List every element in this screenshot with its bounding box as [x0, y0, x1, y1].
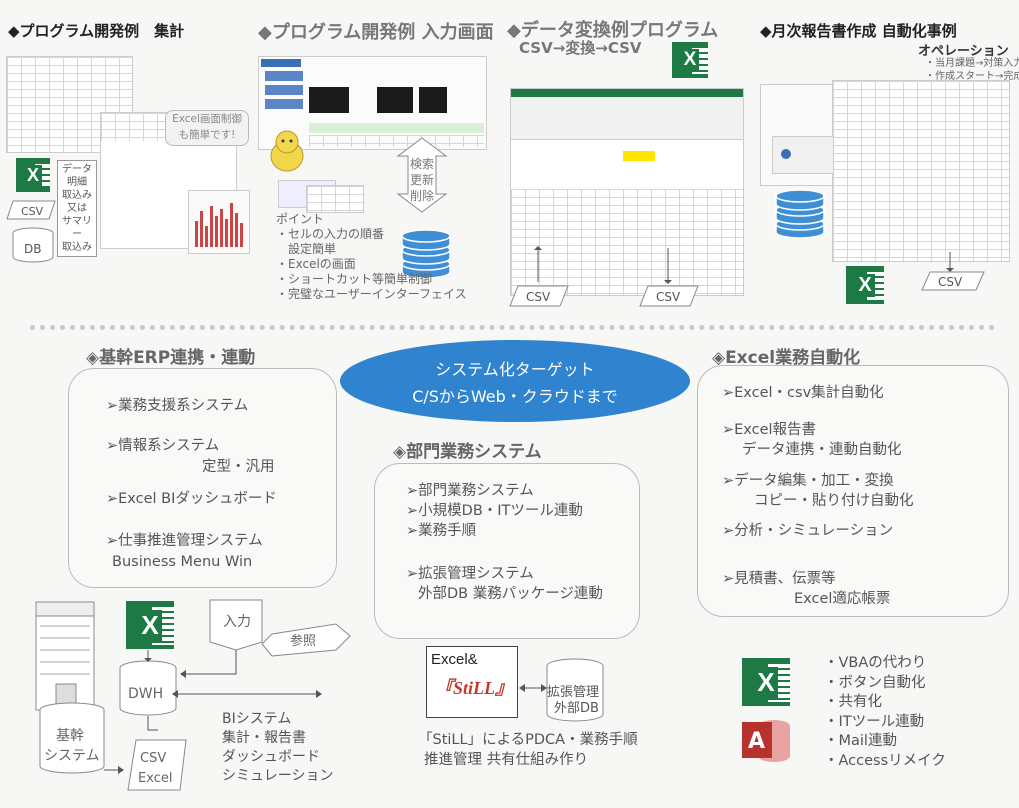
search-update-delete-arrow [396, 137, 448, 213]
monthly-report-screenshot [832, 80, 1010, 262]
dept-title: ◈部門業務システム [393, 442, 542, 462]
reference-shape: 参照 [261, 623, 351, 657]
chart-screenshot [188, 190, 250, 254]
dept-item-1: ➢小規模DB・ITツール連動 [406, 503, 583, 519]
csv-label: CSV [21, 205, 44, 218]
excel-icon: X [742, 658, 790, 706]
input-label: 入力 [223, 614, 251, 630]
csv-db-icons: CSV DB [6, 200, 56, 263]
csv-in-label: CSV [526, 290, 551, 304]
erp-item-business-support: ➢業務支援系システム [106, 398, 249, 414]
excel-icon: X [846, 266, 884, 304]
dwh-database: DWH [119, 660, 177, 716]
excel-icon: X [126, 601, 174, 649]
extended-db-label-1: 拡張管理 [547, 685, 599, 700]
dept-box [374, 463, 640, 639]
system-target-line1: システム化ターゲット [435, 360, 595, 379]
database-icon [775, 189, 825, 238]
section4-title: ◆月次報告書作成 自動化事例 [760, 22, 957, 40]
dept-item-4: 外部DB 業務パッケージ連動 [418, 586, 603, 602]
excel-item-0: ➢Excel・csv集計自動化 [722, 385, 884, 401]
section-divider [30, 325, 995, 330]
server-icon [35, 601, 95, 711]
input-screen-screenshot [258, 56, 487, 150]
excel-screen-control-note: Excel画面制御も簡単です! [165, 110, 249, 146]
csv-label: CSV [938, 275, 963, 289]
excel-item-6: ➢見積書、伝票等 [722, 571, 836, 587]
csv-excel-shape: CSV Excel [127, 739, 187, 791]
still-logo-line1: Excel& [431, 651, 478, 668]
operation-steps: ・当月課題→対策入力・作成スタート→完成 [925, 58, 1019, 82]
dwh-label: DWH [128, 686, 163, 702]
dept-item-0: ➢部門業務システム [406, 483, 534, 499]
data-import-note: データ明細取込み 又はサマリー取込み [57, 160, 97, 257]
csv-in-out-icons: CSV CSV [509, 246, 699, 307]
extended-db-icon: 拡張管理 外部DB [519, 658, 604, 722]
csv-icon: CSV [921, 252, 985, 291]
points-list: ポイント・セルの入力の順番 設定簡単 ・Excelの画面・ショートカット等簡単制… [276, 212, 467, 301]
excel-icon: X [672, 42, 708, 78]
system-target-ellipse: システム化ターゲット C/SからWeb・クラウドまで [340, 340, 690, 422]
bi-system-list: BIシステム集計・報告書ダッシュボードシミュレーション [222, 711, 334, 784]
excel-automation-box [697, 365, 1009, 617]
dialog-screenshot [772, 136, 834, 174]
extended-db-label-2: 外部DB [554, 701, 599, 716]
section1-title: ◆プログラム開発例 集計 [8, 22, 185, 40]
menu-buttons-thumbnail [306, 185, 364, 213]
erp-item-business-menu: Business Menu Win [112, 554, 253, 570]
access-letter: A [748, 729, 765, 754]
database-icon [401, 229, 451, 278]
still-logo: Excel& 『StiLL』 [426, 646, 518, 718]
excel-item-4: コピー・貼り付け自動化 [754, 493, 914, 509]
excel-item-5: ➢分析・シミュレーション [722, 523, 894, 539]
excel-item-1: ➢Excel報告書 [722, 422, 817, 438]
erp-box [68, 368, 337, 588]
core-system-label-1: 基幹 [56, 727, 84, 744]
dept-item-2: ➢業務手順 [406, 523, 477, 539]
reference-label: 参照 [290, 633, 316, 649]
section3-subtitle: CSV→変換→CSV [519, 39, 642, 57]
section3-title: ◆データ変換例プログラム [507, 20, 719, 41]
excel-label: Excel [138, 771, 172, 786]
input-shape: 入力 [209, 599, 263, 651]
system-target-line2: C/SからWeb・クラウドまで [412, 387, 618, 406]
access-icon: A [740, 714, 792, 764]
excel-automation-title: ◈Excel業務自動化 [712, 348, 861, 368]
db-ops-labels: 検索更新削除 [410, 157, 435, 203]
erp-item-info-system: ➢情報系システム [106, 438, 220, 454]
csv-label: CSV [140, 751, 166, 766]
still-caption-2: 推進管理 共有仕組み作り [424, 752, 589, 768]
erp-item-info-system-sub: 定型・汎用 [202, 459, 275, 475]
data-conversion-screenshot [510, 88, 744, 296]
excel-item-3: ➢データ編集・加工・変換 [722, 473, 894, 489]
dept-item-3: ➢拡張管理システム [406, 566, 534, 582]
erp-item-work-mgmt: ➢仕事推進管理システム [106, 533, 263, 549]
bar-chart-thumbnail [195, 203, 243, 247]
excel-icon: X [16, 158, 50, 192]
section2-title: ◆プログラム開発例 入力画面 [258, 22, 494, 43]
erp-title: ◈基幹ERP連携・連動 [86, 348, 256, 368]
mascot-icon [266, 126, 308, 174]
core-system-database: 基幹 システム [39, 702, 105, 774]
excel-item-7: Excel適応帳票 [794, 591, 891, 607]
erp-item-excel-bi: ➢Excel BIダッシュボード [106, 491, 277, 507]
feature-list: ・VBAの代わり・ボタン自動化・共有化 ・ITツール連動・Mail連動・Acce… [824, 655, 946, 769]
still-logo-line2: 『StiLL』 [435, 678, 514, 698]
db-label: DB [24, 242, 41, 256]
excel-item-2: データ連携・連動自動化 [742, 442, 902, 458]
core-system-label-2: システム [44, 748, 100, 764]
erp-flow-diagram: 入力 参照 DWH 基幹 システム CSV Excel [35, 599, 351, 791]
still-caption-1: 「StiLL」によるPDCA・業務手順 [418, 732, 638, 748]
operation-title: オペレーション [918, 44, 1009, 59]
csv-out-label: CSV [656, 290, 681, 304]
